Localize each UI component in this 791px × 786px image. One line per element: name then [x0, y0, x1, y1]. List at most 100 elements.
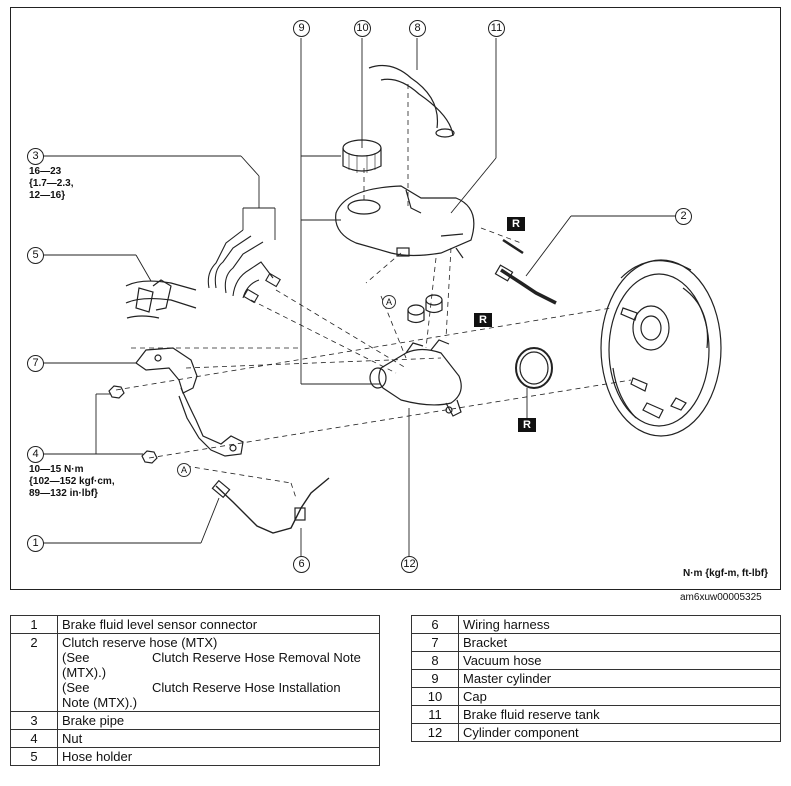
legend-name: Clutch reserve hose (MTX) [62, 635, 218, 650]
leader-lines [43, 38, 676, 561]
legend-description: Wiring harness [458, 615, 781, 634]
legend-name: Master cylinder [463, 671, 552, 686]
torque-line: 89—132 in·lbf} [29, 488, 98, 499]
legend-name: Cap [463, 689, 487, 704]
legend-number: 4 [10, 729, 58, 748]
callout-1: 1 [27, 535, 44, 552]
bracket-shape [135, 347, 244, 457]
legend-row: 3 Brake pipe [10, 711, 380, 730]
reserve-tank-shape [335, 185, 475, 259]
legend-note-reference[interactable]: Clutch Reserve Hose Removal Note [152, 650, 361, 665]
legend-number: 3 [10, 711, 58, 730]
exploded-view-diagram: 1 2 3 4 5 6 7 8 9 10 11 12 16—23 {1.7—2.… [10, 7, 781, 590]
legend-row: 10 Cap [411, 687, 781, 706]
legend-note-tail: (MTX).) [62, 665, 107, 680]
figure-id: am6xuw00005325 [680, 592, 762, 603]
vacuum-hose-shape [368, 65, 455, 138]
nuts-shape [108, 385, 158, 464]
legend-row: 11 Brake fluid reserve tank [411, 705, 781, 724]
connection-mark-a-lower: A [177, 463, 191, 477]
legend-note-see: (See [62, 680, 90, 695]
assembly-lines [115, 84, 632, 499]
torque-line: {1.7—2.3, [29, 178, 74, 189]
callout-5: 5 [27, 247, 44, 264]
legend-name: Vacuum hose [463, 653, 542, 668]
legend-number: 9 [411, 669, 459, 688]
torque-spec-brake-pipe: 16—23 {1.7—2.3, 12—16} [29, 166, 73, 202]
replace-badge-grommet: R [474, 313, 492, 327]
legend-note-see: (See [62, 650, 90, 665]
legend-description: Bracket [458, 633, 781, 652]
legend-row: 12 Cylinder component [411, 723, 781, 742]
torque-line: 10—15 N·m [29, 464, 84, 475]
callout-2: 2 [675, 208, 692, 225]
hose-holder-shape [125, 279, 197, 319]
legend-number: 7 [411, 633, 459, 652]
legend-row: 6 Wiring harness [411, 615, 781, 634]
callout-9: 9 [293, 20, 310, 37]
legend-row: 1 Brake fluid level sensor connector [10, 615, 380, 634]
legend-description: Nut [57, 729, 380, 748]
legend-name: Brake pipe [62, 713, 125, 728]
legend-number: 5 [10, 747, 58, 766]
torque-line: {102—152 kgf·cm, [29, 476, 115, 487]
legend-note: (See Clutch Reserve Hose Installation [62, 680, 375, 695]
legend-name: Cylinder component [463, 725, 579, 740]
booster-shape [600, 259, 722, 437]
legend-description: Cylinder component [458, 723, 781, 742]
legend-row: 9 Master cylinder [411, 669, 781, 688]
legend-name: Wiring harness [463, 617, 550, 632]
callout-12: 12 [401, 556, 418, 573]
callout-8: 8 [409, 20, 426, 37]
cap-shape [342, 139, 382, 173]
legend-number: 8 [411, 651, 459, 670]
legend-name: Brake fluid level sensor connector [62, 617, 258, 632]
legend-description: Cap [458, 687, 781, 706]
connection-mark-a-upper: A [382, 295, 396, 309]
legend-row: 8 Vacuum hose [411, 651, 781, 670]
replace-badge-ring: R [518, 418, 536, 432]
legend-number: 2 [10, 633, 58, 712]
wiring-harness-shape [211, 477, 330, 534]
callout-7: 7 [27, 355, 44, 372]
legend-row: 4 Nut [10, 729, 380, 748]
units-label: N·m {kgf-m, ft-lbf} [683, 568, 768, 579]
small-parts [407, 238, 553, 389]
diagram-drawing [43, 38, 722, 561]
callout-11: 11 [488, 20, 505, 37]
torque-line: 16—23 [29, 166, 62, 177]
legend-number: 1 [10, 615, 58, 634]
legend-description: Brake pipe [57, 711, 380, 730]
legend-name: Hose holder [62, 749, 133, 764]
legend-description: Brake fluid reserve tank [458, 705, 781, 724]
master-cylinder-shape [369, 339, 462, 417]
legend-row: 7 Bracket [411, 633, 781, 652]
legend-description: Hose holder [57, 747, 380, 766]
brake-pipes-shape [207, 229, 281, 304]
legend-note-tail: Note (MTX).) [62, 695, 138, 710]
legend-description: Master cylinder [458, 669, 781, 688]
legend-number: 10 [411, 687, 459, 706]
clutch-hose-shape [494, 264, 557, 305]
legend-number: 12 [411, 723, 459, 742]
legend-note-reference[interactable]: Clutch Reserve Hose Installation [152, 680, 341, 695]
callout-3: 3 [27, 148, 44, 165]
legend-name: Brake fluid reserve tank [463, 707, 600, 722]
callout-10: 10 [354, 20, 371, 37]
torque-line: 12—16} [29, 190, 66, 201]
legend-description: Vacuum hose [458, 651, 781, 670]
torque-spec-nut: 10—15 N·m {102—152 kgf·cm, 89—132 in·lbf… [29, 464, 115, 500]
legend-row: 5 Hose holder [10, 747, 380, 766]
legend-number: 6 [411, 615, 459, 634]
legend-number: 11 [411, 705, 459, 724]
callout-4: 4 [27, 446, 44, 463]
legend-description: Brake fluid level sensor connector [57, 615, 380, 634]
callout-6: 6 [293, 556, 310, 573]
replace-badge-pin: R [507, 217, 525, 231]
legend-name: Bracket [463, 635, 508, 650]
legend-name: Nut [62, 731, 83, 746]
legend-table-right: 6 Wiring harness 7 Bracket 8 Vacuum hose 9 Mast… [411, 615, 781, 742]
